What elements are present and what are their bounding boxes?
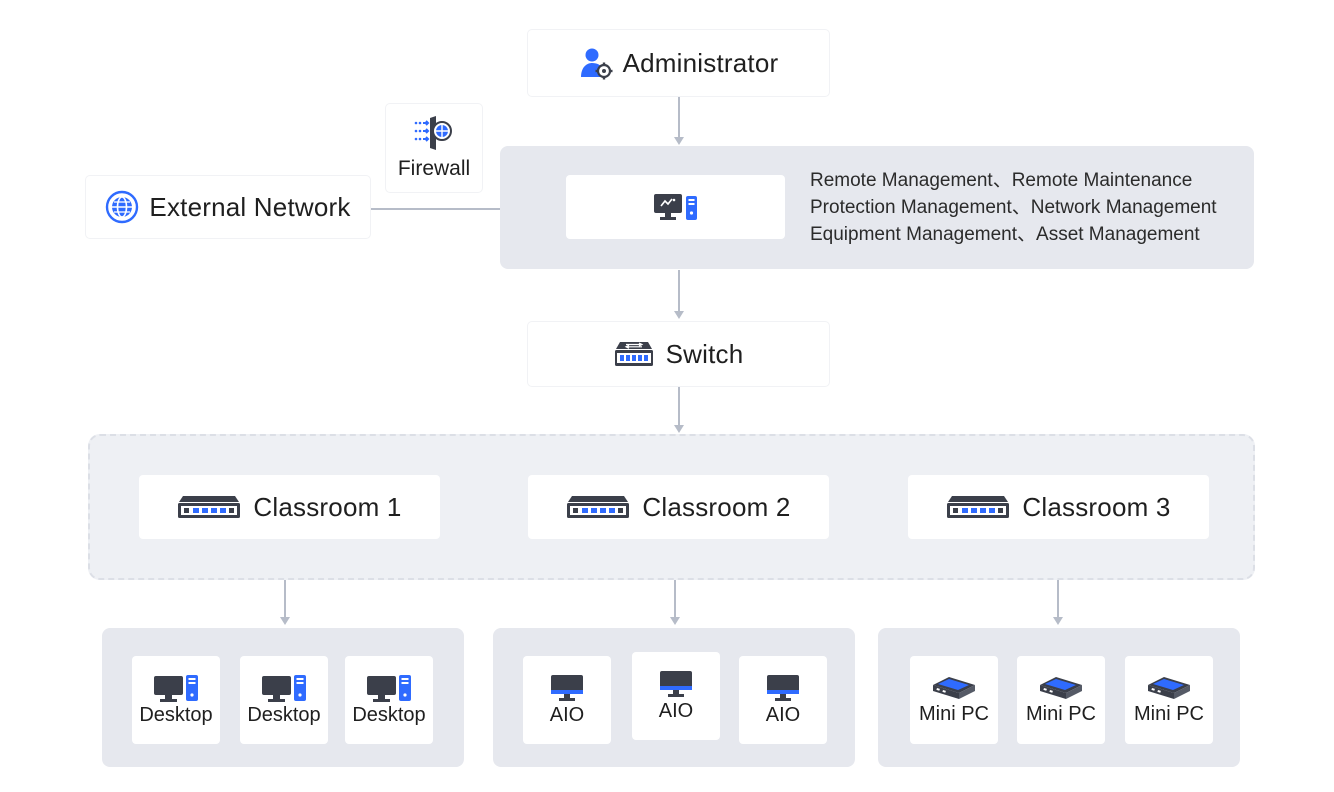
device-label: AIO <box>549 703 585 726</box>
classroom-label: Classroom 1 <box>253 491 402 522</box>
administrator-label: Administrator <box>622 47 779 78</box>
classroom-label: Classroom 3 <box>1022 491 1171 522</box>
aio-device: AIO <box>523 656 611 744</box>
switch-node: Switch <box>528 322 829 386</box>
device-label: Desktop <box>139 703 213 726</box>
connector-external-to-server <box>370 208 500 210</box>
mini-pc-icon <box>1148 676 1190 699</box>
switch-icon <box>614 342 653 366</box>
connector-classroom1-to-desktops <box>284 580 286 618</box>
arrowhead <box>674 311 684 319</box>
device-label: AIO <box>658 699 694 722</box>
device-label: Mini PC <box>1025 702 1096 725</box>
classroom-1-node: Classroom 1 <box>139 475 440 539</box>
arrowhead <box>280 617 290 625</box>
arrowhead <box>1053 617 1063 625</box>
monitor-server-icon <box>653 194 697 220</box>
switch-label: Switch <box>665 338 744 369</box>
external-network-node: External Network <box>86 176 370 238</box>
function-line: Remote Management、Remote Maintenance <box>810 170 1193 191</box>
desktop-icon <box>154 674 198 702</box>
mini-pc-device: Mini PC <box>1017 656 1105 744</box>
globe-icon <box>106 190 139 224</box>
aio-device: AIO <box>632 652 720 740</box>
switch-icon <box>567 496 630 518</box>
mini-pc-device: Mini PC <box>1125 656 1213 744</box>
desktop-device: Desktop <box>240 656 328 744</box>
desktop-icon <box>262 674 306 702</box>
aio-icon <box>551 674 583 701</box>
desktop-icon <box>367 674 411 702</box>
function-line: Protection Management、Network Management <box>810 197 1217 218</box>
mini-pc-device: Mini PC <box>910 656 998 744</box>
function-line: Equipment Management、Asset Management <box>810 224 1200 245</box>
classroom-3-node: Classroom 3 <box>908 475 1209 539</box>
firewall-icon <box>414 116 452 150</box>
connector-admin-to-server <box>678 96 680 138</box>
switch-icon <box>947 496 1010 518</box>
mini-pc-icon <box>933 676 975 699</box>
management-server-panel: Remote Management、Remote Maintenance Pro… <box>500 146 1254 269</box>
administrator-node: Administrator <box>528 30 829 96</box>
device-label: Desktop <box>247 703 321 726</box>
device-label: AIO <box>765 703 801 726</box>
aio-icon <box>660 670 692 697</box>
arrowhead <box>674 425 684 433</box>
admin-gear-icon <box>580 48 613 80</box>
device-label: Mini PC <box>918 702 989 725</box>
connector-switch-to-classrooms <box>678 386 680 426</box>
classroom-2-node: Classroom 2 <box>528 475 829 539</box>
switch-icon <box>178 496 241 518</box>
desktop-device: Desktop <box>345 656 433 744</box>
management-functions: Remote Management、Remote Maintenance Pro… <box>810 167 1217 248</box>
connector-server-to-switch <box>678 270 680 312</box>
external-network-label: External Network <box>149 191 351 222</box>
management-server-card <box>566 175 785 239</box>
mini-pc-icon <box>1040 676 1082 699</box>
firewall-label: Firewall <box>397 157 471 180</box>
device-label: Mini PC <box>1133 702 1204 725</box>
device-label: Desktop <box>352 703 426 726</box>
connector-classroom3-to-minipc <box>1057 580 1059 618</box>
arrowhead <box>674 137 684 145</box>
connector-classroom2-to-aio <box>674 580 676 618</box>
aio-icon <box>767 674 799 701</box>
desktop-device: Desktop <box>132 656 220 744</box>
aio-device: AIO <box>739 656 827 744</box>
classroom-label: Classroom 2 <box>642 491 791 522</box>
arrowhead <box>670 617 680 625</box>
firewall-node: Firewall <box>386 104 482 192</box>
